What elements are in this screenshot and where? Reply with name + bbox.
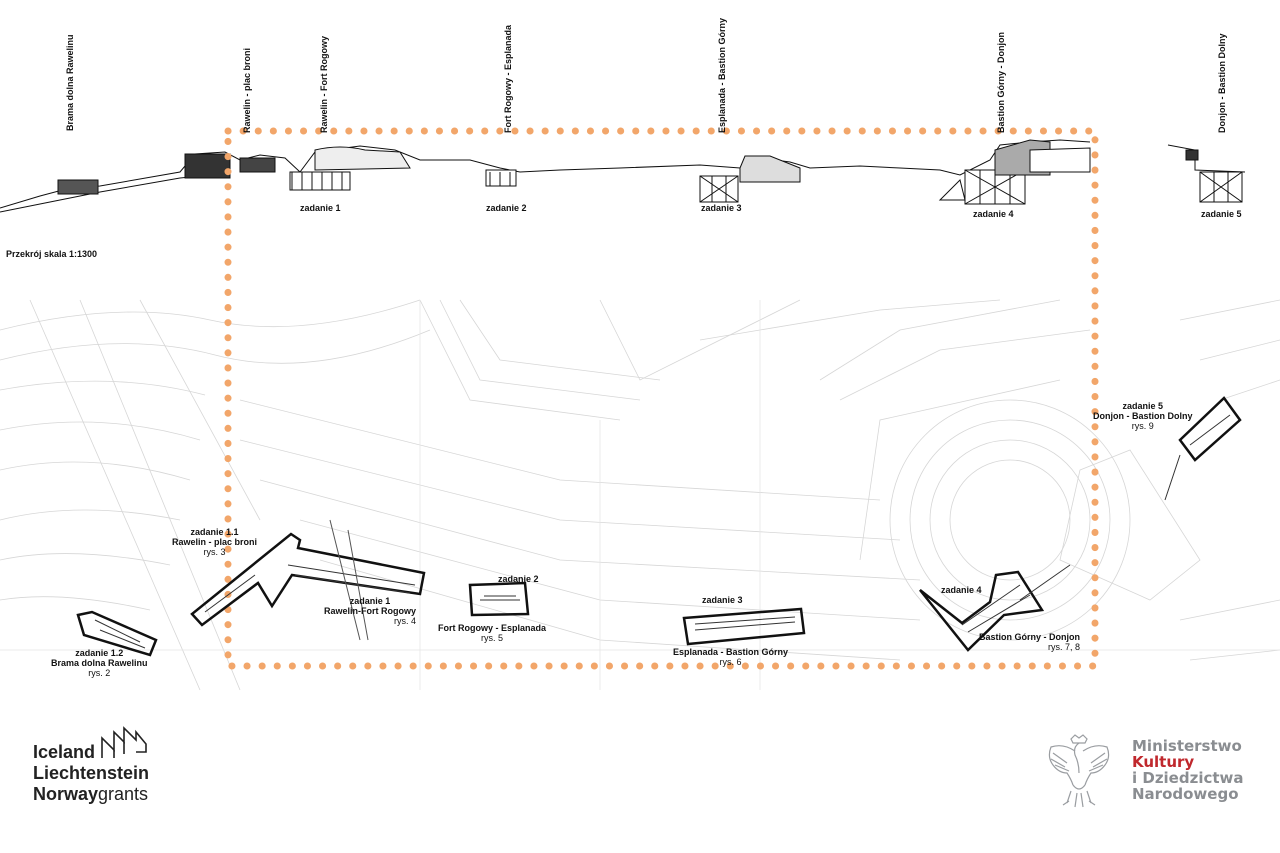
section-label-rawelin-fort: Rawelin - Fort Rogowy — [319, 35, 329, 133]
cross-section-profile — [0, 139, 1246, 213]
z3-name: Esplanada - Bastion Górny — [673, 647, 789, 657]
z11-name: Rawelin - plac broni — [172, 537, 258, 547]
grants-grants: grants — [98, 784, 149, 804]
task-internals — [94, 414, 1231, 649]
section-task-5: zadanie 5 — [1201, 209, 1242, 219]
outline-z5 — [1178, 396, 1242, 462]
section-task-3: zadanie 3 — [701, 203, 742, 213]
z12-title: zadanie 1.2 — [75, 648, 124, 658]
plan-label-z11: zadanie 1.1 Rawelin - plac broni rys. 3 — [172, 527, 257, 557]
z1-fig: rys. 4 — [393, 616, 416, 626]
plan-label-z2-title: zadanie 2 — [498, 574, 539, 584]
z1-name: Rawelin-Fort Rogowy — [324, 606, 416, 616]
section-task-1: zadanie 1 — [300, 203, 341, 213]
z4-title: zadanie 4 — [941, 585, 982, 595]
eea-grants-wordmark: Iceland Liechtenstein Norwaygrants — [33, 742, 149, 805]
highlight-boundary — [224, 127, 1099, 670]
z2-name: Fort Rogowy - Esplanada — [438, 623, 547, 633]
ministry-line-2: Kultury — [1132, 753, 1195, 771]
outline-z2 — [468, 581, 530, 617]
z5-title: zadanie 5 — [1122, 401, 1164, 411]
section-label-brama-dolna: Brama dolna Rawelinu — [65, 34, 75, 131]
plan-label-z12: zadanie 1.2 Brama dolna Rawelinu rys. 2 — [51, 648, 148, 678]
plan-label-z3-title: zadanie 3 — [702, 595, 743, 605]
ministry-line-1: Ministerstwo — [1132, 737, 1242, 755]
z5-fig: rys. 9 — [1131, 421, 1154, 431]
z11-fig: rys. 3 — [203, 547, 226, 557]
section-label-fort-esplanada: Fort Rogowy - Esplanada — [503, 24, 513, 133]
z4-name: Bastion Górny - Donjon — [979, 632, 1080, 642]
plan-label-z1: zadanie 1 Rawelin-Fort Rogowy rys. 4 — [324, 596, 416, 626]
section-task-4: zadanie 4 — [973, 209, 1014, 219]
section-task-2: zadanie 2 — [486, 203, 527, 213]
ministry-line-4: Narodowego — [1132, 785, 1239, 803]
z11-title: zadanie 1.1 — [190, 527, 239, 537]
grants-norway-line: Norwaygrants — [33, 784, 149, 805]
z3-title: zadanie 3 — [702, 595, 743, 605]
scale-note: Przekrój skala 1:1300 — [6, 249, 98, 259]
z2-fig: rys. 5 — [481, 633, 504, 643]
plan-label-z4-title: zadanie 4 — [941, 585, 982, 595]
z5-name: Donjon - Bastion Dolny — [1093, 411, 1193, 421]
section-label-esplanada-bastion: Esplanada - Bastion Górny — [717, 17, 727, 133]
outline-z4 — [919, 570, 1045, 652]
z12-name: Brama dolna Rawelinu — [51, 658, 148, 668]
ministry-wordmark: Ministerstwo Kultury i Dziedzictwa Narod… — [1132, 738, 1244, 802]
outline-z12 — [76, 610, 158, 657]
section-label-rawelin-plac: Rawelin - plac broni — [242, 47, 252, 133]
plan-label-z4: Bastion Górny - Donjon rys. 7, 8 — [979, 632, 1080, 652]
eea-grants-logo-icon — [101, 726, 147, 758]
outline-z11 — [190, 532, 426, 627]
topographic-plan — [0, 299, 1280, 691]
outline-z3 — [682, 607, 806, 646]
grants-norway: Norway — [33, 784, 99, 804]
task-outlines — [76, 396, 1242, 657]
z1-title: zadanie 1 — [349, 596, 391, 606]
section-label-donjon-bastion: Donjon - Bastion Dolny — [1217, 33, 1227, 134]
grants-liechtenstein: Liechtenstein — [33, 763, 150, 783]
z12-fig: rys. 2 — [88, 668, 111, 678]
z2-title: zadanie 2 — [498, 574, 539, 584]
z3-fig: rys. 6 — [719, 657, 742, 667]
ministry-line-3: i Dziedzictwa — [1132, 769, 1244, 787]
plan-label-z2: Fort Rogowy - Esplanada rys. 5 — [438, 623, 546, 643]
z4-fig: rys. 7, 8 — [1047, 642, 1080, 652]
grants-iceland: Iceland — [33, 742, 96, 762]
section-label-bastion-donjon: Bastion Górny - Donjon — [996, 32, 1006, 133]
plan-label-z3: Esplanada - Bastion Górny rys. 6 — [673, 647, 788, 667]
plan-label-z5: zadanie 5 Donjon - Bastion Dolny rys. 9 — [1093, 401, 1193, 431]
polish-eagle-emblem-icon — [1048, 734, 1110, 808]
